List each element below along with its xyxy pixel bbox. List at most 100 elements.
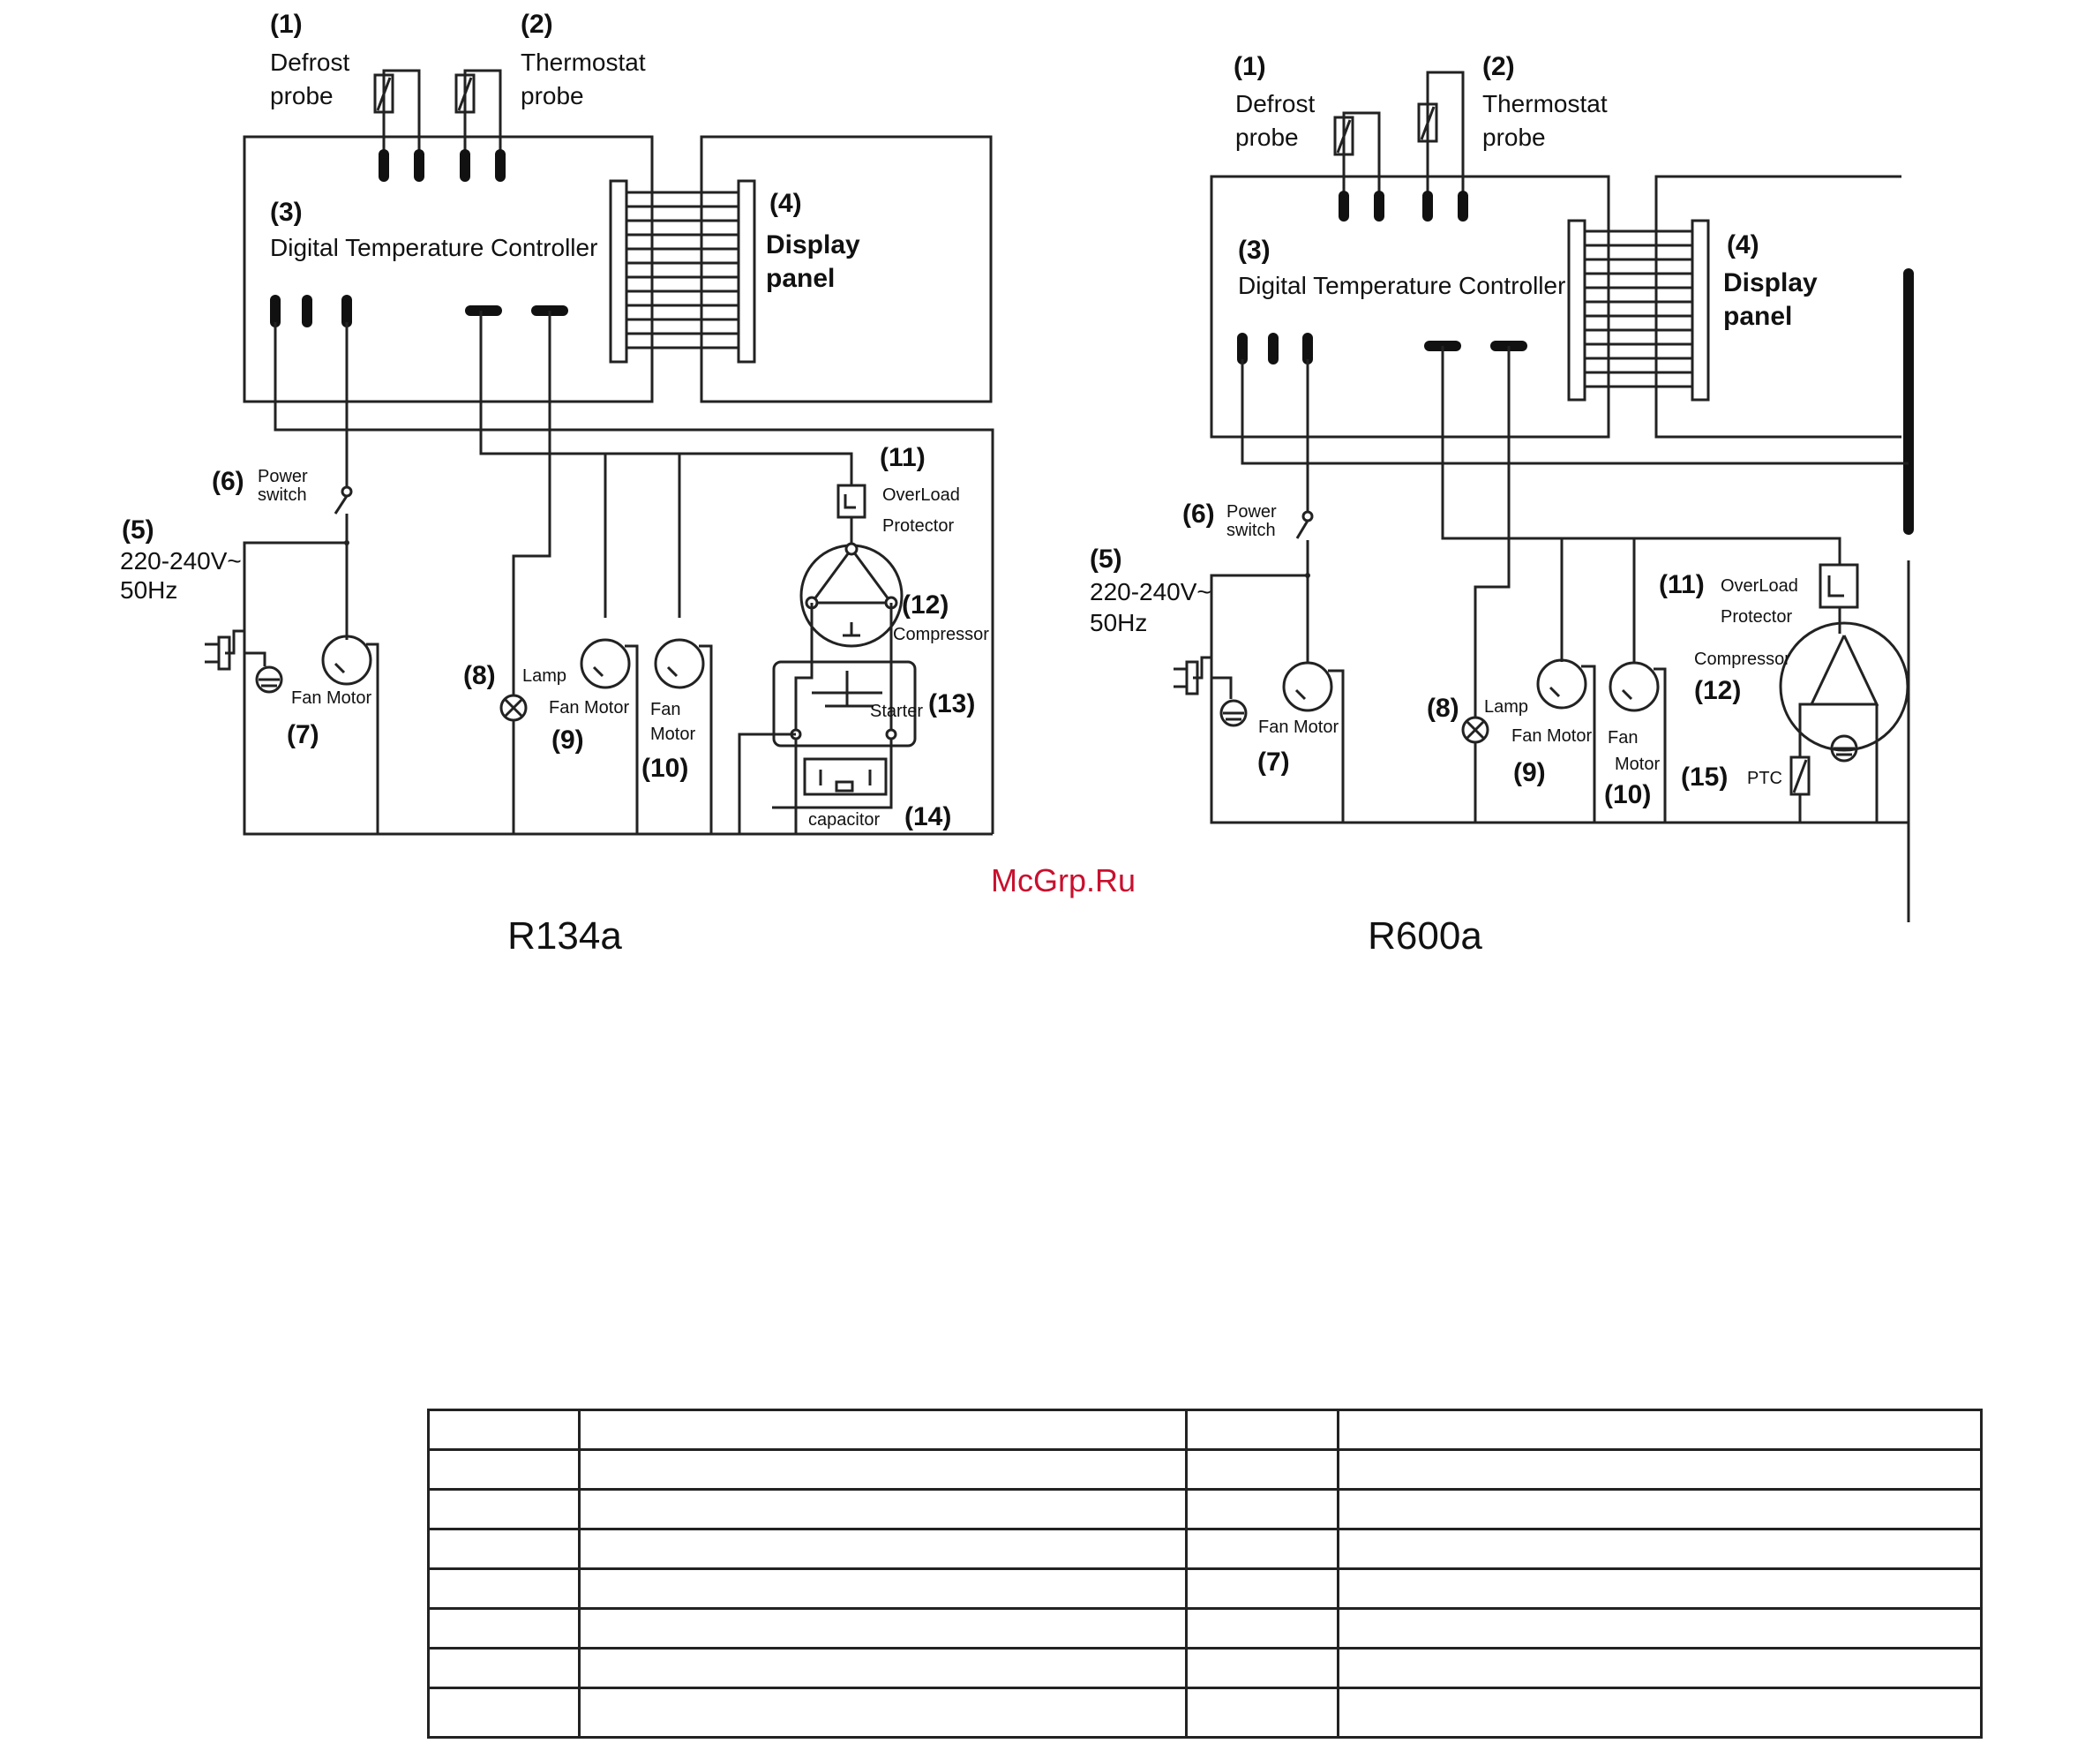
table-cell — [1185, 1567, 1339, 1610]
thermostat-probe — [1417, 71, 1465, 192]
table-cell — [1185, 1607, 1339, 1650]
table-cell — [1185, 1448, 1339, 1491]
compressor-12 — [1779, 621, 1909, 823]
label-lamp: Lamp — [1484, 697, 1528, 717]
label-olp-num: (11) — [880, 443, 926, 472]
diagram-r134a: (1) Defrost probe (2) Thermostat probe (… — [120, 10, 994, 958]
label-cap-num: (14) — [904, 802, 951, 831]
label-thermo-2: probe — [1482, 124, 1546, 151]
label-switch-num: (6) — [212, 467, 244, 496]
table-cell — [578, 1448, 1188, 1491]
table-cell — [427, 1687, 581, 1739]
table-row — [427, 1687, 1983, 1739]
label-fan10-2: Motor — [650, 725, 695, 744]
table-cell — [1337, 1409, 1983, 1451]
table-cell — [427, 1567, 581, 1610]
label-olp-2: Protector — [882, 516, 954, 536]
table-cell — [1185, 1687, 1339, 1739]
diagram-title-r134a: R134a — [507, 914, 622, 958]
label-fan9: Fan Motor — [549, 698, 629, 718]
table-cell — [1337, 1448, 1983, 1491]
label-display-2: panel — [1723, 302, 1792, 331]
label-comp: Compressor — [1694, 650, 1790, 669]
table-cell — [578, 1687, 1188, 1739]
label-display-1: Display — [1723, 268, 1818, 297]
table-row — [427, 1448, 1983, 1491]
label-comp: Compressor — [893, 625, 989, 644]
label-comp-num: (12) — [902, 590, 949, 620]
label-ctrl-num: (3) — [270, 198, 303, 227]
label-ptc: PTC — [1747, 769, 1782, 788]
label-power-2: 50Hz — [1090, 609, 1147, 636]
overload-protector-11 — [1819, 563, 1859, 634]
label-power-1: 220-240V~ — [1090, 578, 1211, 605]
ribbon-connector — [609, 179, 756, 364]
label-fan7: Fan Motor — [291, 688, 371, 708]
label-power-num: (5) — [1090, 545, 1122, 574]
label-defrost-1: Defrost — [270, 49, 349, 76]
fan-motor-9 — [1536, 658, 1596, 823]
table-cell — [427, 1448, 581, 1491]
controller-box — [1210, 175, 1610, 439]
table-row — [427, 1409, 1983, 1451]
label-display-num: (4) — [769, 189, 802, 218]
table-row — [427, 1647, 1983, 1689]
label-thermo-num: (2) — [1482, 52, 1515, 81]
table-cell — [1337, 1567, 1983, 1610]
ribbon-connector — [1567, 219, 1710, 402]
label-starter-num: (13) — [928, 689, 975, 718]
label-ctrl: Digital Temperature Controller — [270, 234, 597, 261]
diagram-r600a: (1) Defrost probe (2) Thermostat probe (… — [1090, 52, 1914, 958]
display-panel-box — [1654, 175, 1901, 439]
label-defrost-2: probe — [270, 82, 334, 109]
label-thermo-1: Thermostat — [1482, 90, 1608, 117]
diagram-title-r600a: R600a — [1368, 914, 1482, 958]
label-fan7: Fan Motor — [1258, 718, 1339, 737]
label-fan7-num: (7) — [287, 720, 319, 749]
label-fan7-num: (7) — [1257, 748, 1290, 777]
label-switch-1: Power — [258, 467, 308, 486]
table-cell — [1337, 1488, 1983, 1530]
label-lamp: Lamp — [522, 666, 566, 686]
table-cell — [427, 1607, 581, 1650]
label-fan10-num: (10) — [641, 754, 688, 783]
table-cell — [427, 1488, 581, 1530]
label-thermo-2: probe — [521, 82, 584, 109]
controller-box — [243, 135, 654, 403]
label-display-2: panel — [766, 264, 835, 293]
label-fan10-1: Fan — [650, 700, 680, 719]
lamp-8 — [499, 618, 528, 834]
table-cell — [1337, 1607, 1983, 1650]
ptc-15 — [1789, 703, 1811, 823]
defrost-probe — [373, 69, 421, 150]
fan-motor-9 — [580, 638, 639, 834]
label-fan9-num: (9) — [551, 725, 584, 755]
power-plug — [1174, 656, 1248, 727]
label-fan10-2: Motor — [1615, 755, 1660, 774]
table-cell — [427, 1528, 581, 1570]
label-power-2: 50Hz — [120, 576, 177, 604]
label-display-num: (4) — [1727, 230, 1759, 259]
display-panel-box — [700, 135, 993, 403]
table-cell — [1337, 1528, 1983, 1570]
fan-motor-7 — [321, 635, 379, 834]
table-cell — [578, 1528, 1188, 1570]
label-display-1: Display — [766, 230, 860, 259]
table-row — [427, 1528, 1983, 1570]
lamp-8 — [1461, 635, 1489, 823]
parts-table — [427, 1409, 1983, 1739]
label-switch-2: switch — [258, 485, 307, 505]
table-cell — [578, 1567, 1188, 1610]
label-fan9: Fan Motor — [1511, 726, 1592, 746]
label-lamp-num: (8) — [463, 661, 496, 690]
label-power-1: 220-240V~ — [120, 547, 242, 575]
defrost-probe — [1333, 111, 1381, 192]
table-cell — [1185, 1528, 1339, 1570]
table-cell — [578, 1607, 1188, 1650]
label-thermo-1: Thermostat — [521, 49, 646, 76]
capacitor-14 — [772, 739, 893, 809]
table-cell — [578, 1647, 1188, 1689]
label-defrost-num: (1) — [1234, 52, 1266, 81]
thermostat-probe — [454, 69, 502, 150]
